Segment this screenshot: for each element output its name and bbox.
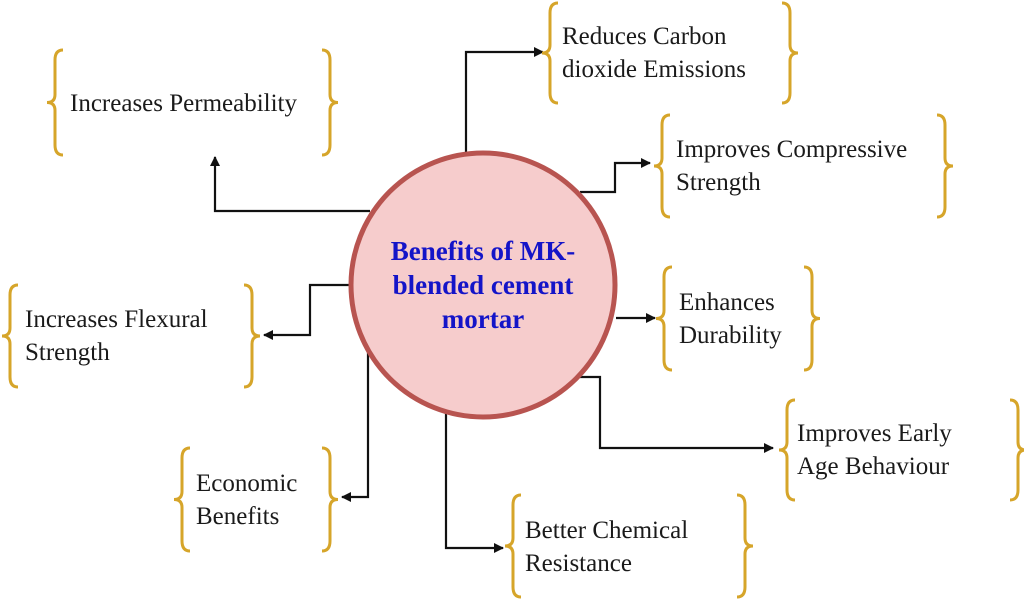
right-brace-icon [936, 113, 954, 219]
right-brace-icon [736, 493, 754, 599]
right-brace-icon [321, 48, 339, 157]
left-brace-icon [655, 265, 673, 372]
benefit-permeability: Increases Permeability [70, 87, 297, 120]
right-brace-icon [243, 283, 261, 389]
benefit-line: Age Behaviour [797, 453, 950, 480]
right-brace-icon [803, 265, 821, 372]
arrow-carbon [464, 47, 544, 153]
center-title-line3: mortar [441, 304, 525, 334]
benefit-line: Durability [679, 322, 782, 349]
center-title: Benefits of MK-blended cement mortar [350, 153, 616, 417]
center-title-line2: blended cement [392, 270, 574, 300]
benefit-line: Reduces Carbon [562, 23, 727, 50]
left-brace-icon [778, 398, 796, 502]
right-brace-icon [1009, 398, 1024, 502]
benefit-line: Improves Compressive [676, 136, 908, 163]
left-brace-icon [173, 446, 191, 553]
left-brace-icon [541, 1, 559, 105]
arrow-flexural [263, 283, 352, 340]
benefit-line: Strength [676, 169, 761, 196]
benefit-line: Strength [25, 339, 110, 366]
benefit-line: Increases Flexural [25, 306, 208, 333]
arrow-early-age [580, 375, 774, 453]
benefit-line: Better Chemical [525, 517, 689, 544]
center-circle [348, 150, 618, 420]
benefit-line: Enhances [679, 289, 775, 316]
benefit-line: Benefits [196, 503, 280, 530]
benefit-line: Improves Early [797, 420, 952, 447]
left-brace-icon [653, 113, 671, 219]
arrow-chemical [444, 410, 504, 553]
benefit-line: Resistance [525, 550, 632, 577]
left-brace-icon [504, 493, 522, 599]
benefit-line: Economic [196, 470, 298, 497]
center-title-line1: Benefits of MK- [390, 236, 576, 266]
right-brace-icon [321, 446, 339, 553]
left-brace-icon [1, 283, 19, 389]
right-brace-icon [781, 1, 799, 105]
benefit-line: dioxide Emissions [562, 56, 747, 83]
left-brace-icon [46, 48, 64, 157]
benefit-carbon: Reduces Carbon dioxide Emissions [562, 20, 746, 86]
benefit-line: Increases Permeability [70, 90, 297, 117]
arrow-permeability [210, 156, 370, 213]
arrow-economic [341, 350, 370, 502]
arrow-compressive [580, 158, 651, 194]
